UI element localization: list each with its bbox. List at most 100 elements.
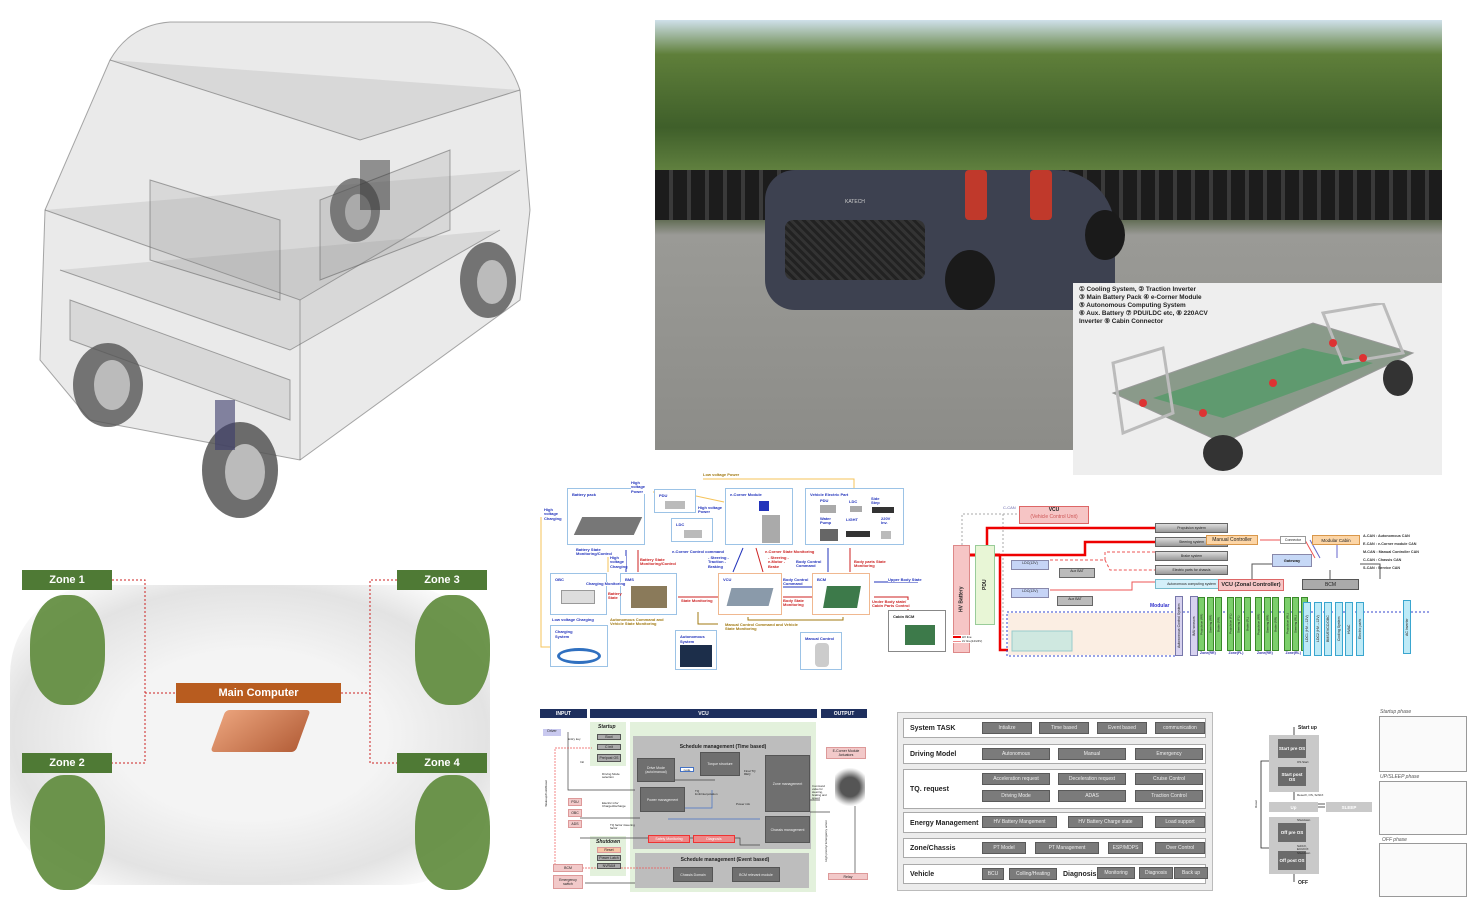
start-pre-os-state: Start pre OS bbox=[1278, 739, 1306, 758]
output-header: OUTPUT bbox=[821, 709, 867, 718]
label: Init bbox=[580, 760, 585, 764]
torque-structure-box: Torque structure bbox=[700, 752, 740, 776]
label: High voltage Charging bbox=[610, 555, 628, 570]
manual-control-box: Manual Control bbox=[800, 632, 842, 670]
task-item: Intialize bbox=[982, 722, 1032, 734]
van-xray-render bbox=[39, 21, 531, 518]
upsleep-phase-title: UP/SLEEP phase bbox=[1380, 774, 1420, 780]
label: Driving Mode selection bbox=[602, 772, 620, 780]
label: Under Body state/ Cabin Parts Control bbox=[872, 599, 912, 609]
diagnosis-box: Diagnosis bbox=[693, 835, 735, 843]
zone-component-bar: Steering (RR) bbox=[1206, 597, 1214, 651]
task-item: ESP/MDPS bbox=[1108, 842, 1143, 854]
bcm-input: BCM bbox=[553, 864, 583, 872]
control-bar: Autonomous Control System bbox=[1175, 596, 1183, 656]
zone-2-label: Zone 2 bbox=[22, 753, 112, 773]
ldc1-box: LDC(12V) bbox=[1011, 560, 1049, 570]
prepost-box: Pre/post OS bbox=[597, 754, 621, 762]
vcu-flow: Driver Entry key Startup Boot C init Pre… bbox=[540, 720, 870, 895]
task-item: Back up bbox=[1174, 867, 1208, 879]
can-label: C-CAN bbox=[1003, 505, 1016, 510]
zone-name: Zone(FL) bbox=[1228, 651, 1244, 655]
modular-cabin: Modular Cabin bbox=[1312, 535, 1360, 545]
bcm-component-bar: Electric parts bbox=[1355, 602, 1364, 656]
task-item: Cruise Control bbox=[1135, 773, 1203, 785]
can-legend: A-CAN : Autonomous CAN E-CAN : e-Corner m… bbox=[1363, 532, 1419, 572]
zone-component-bar: Brake (RR) bbox=[1215, 597, 1222, 651]
label: Reset bbox=[1254, 800, 1258, 808]
task-item: Emergency bbox=[1135, 748, 1203, 760]
label: Upper Body State bbox=[888, 577, 922, 583]
bcm-component-bar: BMS/EVCC/OBC bbox=[1324, 602, 1332, 656]
startup-title: Startup bbox=[598, 724, 616, 730]
autonomous-system-box: Autonomous System bbox=[675, 630, 717, 670]
label: Shutdown bbox=[1297, 818, 1311, 822]
input-header: INPUT bbox=[540, 709, 587, 718]
task-row-label: System TASK bbox=[910, 725, 956, 732]
ldc2-box: LDC(12V) bbox=[1011, 588, 1049, 598]
relay-output: Relay bbox=[828, 873, 868, 880]
wheel-icon bbox=[945, 250, 995, 310]
task-item: communication bbox=[1155, 722, 1205, 734]
startup-phase-diagram bbox=[1379, 716, 1467, 772]
power-management-box: Power management bbox=[640, 787, 685, 812]
event-based-area bbox=[635, 853, 809, 888]
zone-name: Zone(RR) bbox=[1257, 651, 1273, 655]
system-architecture: Battery pack PDU LDC e-Corner Module Veh… bbox=[538, 472, 948, 672]
task-item: HV Battery Charge state bbox=[1068, 816, 1143, 828]
battery-pack-box: Battery pack bbox=[567, 488, 645, 545]
bcm-component-bar: Cooling System bbox=[1334, 602, 1343, 656]
can-legend-item: E-CAN : e-Corner module CAN bbox=[1363, 542, 1417, 546]
can-legend-item: A-CAN : Autonomous CAN bbox=[1363, 534, 1410, 538]
up-state[interactable]: Up bbox=[1269, 802, 1318, 812]
line-legend: HV line LV line(12/24V) bbox=[953, 635, 983, 643]
emergency-switch-input: Emergency switch bbox=[553, 875, 583, 889]
zone-component-bar: Brake (RR) bbox=[1272, 597, 1279, 651]
time-based-title: Schedule management (Time based) bbox=[679, 744, 767, 750]
ads-input: ADS bbox=[568, 820, 582, 828]
sleep-state[interactable]: SLEEP bbox=[1326, 802, 1372, 812]
state-machine: Start up Start pre OS OS Start Start pos… bbox=[1254, 705, 1375, 895]
driver-box: Driver bbox=[543, 729, 561, 736]
label: Power info bbox=[736, 802, 751, 806]
label: High voltage Power bbox=[631, 480, 653, 495]
task-item: HV Battery Mangement bbox=[982, 816, 1057, 828]
power-latch-box: Power Latch bbox=[597, 855, 621, 861]
label: Body Control Command bbox=[783, 577, 809, 587]
safety-monitoring-box: Safety Monitoring bbox=[648, 835, 690, 843]
car-badge: KATECH bbox=[845, 199, 865, 205]
wheel-module-icon bbox=[415, 595, 490, 705]
label: Body parts State Monitoring bbox=[854, 559, 886, 569]
task-item: ADAS bbox=[1058, 790, 1126, 802]
aux-bat-2: Aux BAT bbox=[1057, 596, 1093, 606]
gateway: Gateway bbox=[1272, 554, 1312, 567]
label: Body State Monitoring bbox=[783, 598, 804, 608]
label: Low voltage Power bbox=[703, 472, 740, 477]
bcm-component-bar: HVAC bbox=[1345, 602, 1353, 656]
label: TQ factor /steering factor bbox=[610, 823, 635, 831]
label: Entry key bbox=[568, 737, 581, 741]
obc-box: OBC bbox=[550, 573, 607, 615]
red-seat bbox=[1030, 170, 1052, 220]
off-pre-os-state: Off pre OS bbox=[1278, 823, 1306, 842]
obc-input: OBC bbox=[568, 809, 582, 817]
wheel-module-icon bbox=[30, 595, 105, 705]
start-post-os-state: Start post OS bbox=[1278, 767, 1306, 786]
bcm-box: BCM bbox=[812, 573, 870, 615]
system-box: Propulsion system bbox=[1155, 523, 1228, 533]
label: OFF bbox=[1298, 880, 1308, 886]
off-phase-diagram bbox=[1379, 843, 1467, 897]
label: High priority/ Emergency action bbox=[824, 820, 828, 862]
task-item: Traction Control bbox=[1135, 790, 1203, 802]
label: - Steering - Traction - Braking bbox=[708, 555, 729, 569]
wheel-module-icon bbox=[30, 775, 105, 890]
connector: Connector bbox=[1280, 536, 1306, 544]
label: Battery State Monitoring/Control bbox=[640, 557, 676, 567]
vcu-box: VCU bbox=[718, 573, 782, 615]
red-seat bbox=[965, 170, 987, 220]
shutdown-title: Shutdown bbox=[596, 839, 621, 845]
node-tag: node bbox=[680, 767, 694, 772]
